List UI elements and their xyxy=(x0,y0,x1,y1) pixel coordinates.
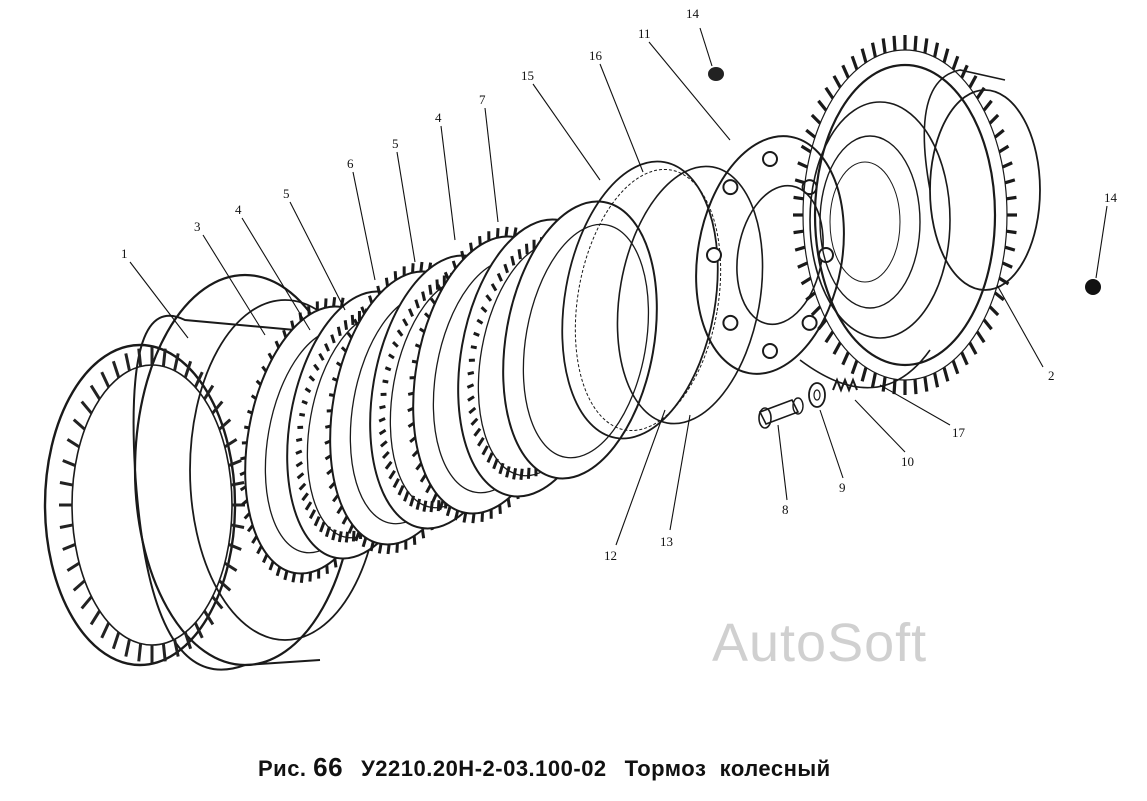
callout-labels: 1 3 4 5 6 5 4 7 15 16 11 14 14 2 17 10 9… xyxy=(121,6,1118,563)
part-8-bolt xyxy=(758,397,804,429)
callout-14-right: 14 xyxy=(1104,190,1118,205)
callout-8: 8 xyxy=(782,502,789,517)
callout-6: 6 xyxy=(347,156,354,171)
part-11-pressure-plate xyxy=(695,135,845,375)
figure-number: 66 xyxy=(313,752,344,782)
disc-stack xyxy=(239,200,658,583)
stud xyxy=(818,247,834,263)
callout-14-top: 14 xyxy=(686,6,700,21)
callout-13: 13 xyxy=(660,534,673,549)
stud xyxy=(762,343,778,359)
callout-15: 15 xyxy=(521,68,534,83)
part-14-nut-top xyxy=(708,67,724,81)
stud xyxy=(762,151,778,167)
part-15-16-rings xyxy=(561,160,764,440)
callout-1: 1 xyxy=(121,246,128,261)
callout-4: 4 xyxy=(235,202,242,217)
callout-5: 5 xyxy=(283,186,290,201)
callout-11: 11 xyxy=(638,26,651,41)
disc xyxy=(502,200,658,480)
stud xyxy=(706,247,722,263)
callout-9: 9 xyxy=(839,480,846,495)
figure-label: Рис. xyxy=(258,756,307,781)
callout-4b: 4 xyxy=(435,110,442,125)
part-14-nut-right xyxy=(1085,279,1101,295)
part-code: У2210.20Н-2-03.100-02 xyxy=(361,756,607,781)
callout-17: 17 xyxy=(952,425,966,440)
callout-16: 16 xyxy=(589,48,603,63)
part-10-spring xyxy=(832,377,858,393)
part-17-arc-ring xyxy=(799,349,931,389)
stud xyxy=(722,314,739,331)
part-1-drum xyxy=(43,273,381,671)
stud xyxy=(801,314,818,331)
drum-internal-teeth xyxy=(59,347,245,663)
callout-10: 10 xyxy=(901,454,914,469)
figure-title: Тормоз колесный xyxy=(624,756,831,781)
watermark: AutoSoft xyxy=(712,613,928,673)
callout-7: 7 xyxy=(479,92,486,107)
stud xyxy=(722,179,739,196)
leader-lines xyxy=(129,27,1108,546)
part-2-hub xyxy=(793,35,1041,395)
figure-caption: Рис. 66 У2210.20Н-2-03.100-02 Тормоз колес… xyxy=(258,752,831,783)
part-9-washer xyxy=(808,382,826,408)
callout-2: 2 xyxy=(1048,368,1055,383)
callout-12: 12 xyxy=(604,548,617,563)
callout-5b: 5 xyxy=(392,136,399,151)
callout-3: 3 xyxy=(194,219,201,234)
